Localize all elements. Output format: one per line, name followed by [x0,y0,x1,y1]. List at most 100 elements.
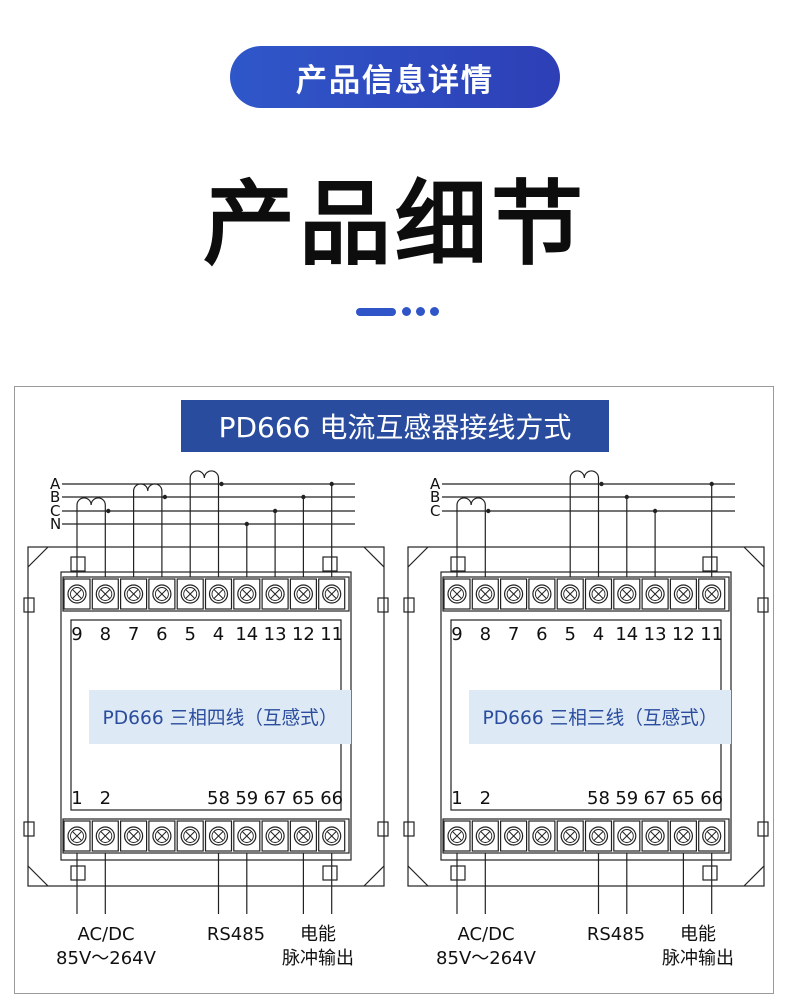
screw-terminal [584,578,613,610]
terminal-number: 67 [264,788,287,809]
terminal-number: 14 [615,624,638,645]
panel-label: PD666 三相三线（互感式） [483,707,718,729]
screw-terminal [528,578,556,610]
ct-coil [456,497,486,506]
section-pill-text: 产品信息详情 [296,62,494,99]
terminal-number: 5 [564,624,575,645]
energy-label: 脉冲输出 [662,948,734,969]
phase-label: N [50,515,61,533]
screw-terminal [91,578,119,610]
terminal-number: 9 [451,624,462,645]
phase-label: C [430,502,440,520]
section-pill: 产品信息详情 [230,46,560,108]
terminal-number: 4 [593,624,604,645]
screw-terminal [556,578,584,610]
terminal-number: 1 [451,788,462,809]
screw-terminal [176,578,204,610]
terminal-number: 13 [644,624,667,645]
energy-label: 电能 [680,924,716,945]
screw-terminal [500,820,528,852]
panel-label-box [469,690,731,744]
screw-terminal [613,820,641,852]
terminal-number: 5 [184,624,195,645]
screw-terminal [63,820,91,852]
terminal-number: 12 [292,624,315,645]
screw-terminal [698,578,726,610]
panel-label-box [89,690,351,744]
screw-terminal [443,820,471,852]
screw-terminal [148,820,176,852]
terminal-number: 11 [320,624,343,645]
screw-terminal [289,820,317,852]
screw-terminal [500,578,528,610]
diagram-title-text: PD666 电流互感器接线方式 [218,411,572,444]
phase-label: B [430,488,440,506]
screw-terminal [204,578,233,610]
terminal-number: 4 [213,624,224,645]
phase-label: B [50,488,60,506]
terminal-number: 7 [508,624,519,645]
power-label: AC/DC [77,924,134,945]
screw-terminal [556,820,584,852]
terminal-number: 6 [536,624,547,645]
screw-terminal [669,578,698,610]
diagram-title: PD666 电流互感器接线方式 [181,400,609,452]
phase-label: A [430,475,441,493]
terminal-number: 9 [71,624,82,645]
screw-terminal [318,578,346,610]
screw-terminal [289,578,317,610]
ct-coil [569,470,600,479]
screw-terminal [63,578,91,610]
screw-terminal [119,578,148,610]
power-label: 85V～264V [436,948,537,969]
terminal-number: 59 [615,788,638,809]
terminal-number: 65 [672,788,695,809]
terminal-number: 1 [71,788,82,809]
terminal-number: 13 [264,624,287,645]
terminal-number: 8 [100,624,111,645]
terminal-number: 11 [700,624,723,645]
terminal-number: 7 [128,624,139,645]
terminal-number: 2 [480,788,491,809]
screw-terminal [148,578,176,610]
screw-terminal [233,578,261,610]
terminal-number: 58 [587,788,610,809]
screw-terminal [91,820,119,852]
terminal-number: 8 [480,624,491,645]
screw-terminal [204,820,233,852]
phase-label: A [50,475,61,493]
terminal-number: 14 [235,624,258,645]
screw-terminal [641,820,669,852]
screw-terminal [669,820,698,852]
terminal-number: 2 [100,788,111,809]
ct-coil [133,483,163,492]
panel-label: PD666 三相四线（互感式） [103,707,338,729]
screw-terminal [471,578,499,610]
screw-terminal [261,578,289,610]
terminal-number: 12 [672,624,695,645]
screw-terminal [119,820,148,852]
terminal-number: 66 [320,788,343,809]
page-title: 产品细节 [202,171,587,278]
screw-terminal [233,820,261,852]
screw-terminal [471,820,499,852]
ct-coil [76,497,106,506]
energy-label: 电能 [300,924,336,945]
screw-terminal [318,820,346,852]
screw-terminal [641,578,669,610]
screw-terminal [698,820,726,852]
phase-label: C [50,502,60,520]
diagram-frame [14,386,774,994]
screw-terminal [176,820,204,852]
ct-coil [189,470,220,479]
screw-terminal [584,820,613,852]
rs485-label: RS485 [207,924,265,945]
terminal-number: 59 [235,788,258,809]
terminal-number: 58 [207,788,230,809]
terminal-number: 67 [644,788,667,809]
screw-terminal [443,578,471,610]
energy-label: 脉冲输出 [282,948,354,969]
